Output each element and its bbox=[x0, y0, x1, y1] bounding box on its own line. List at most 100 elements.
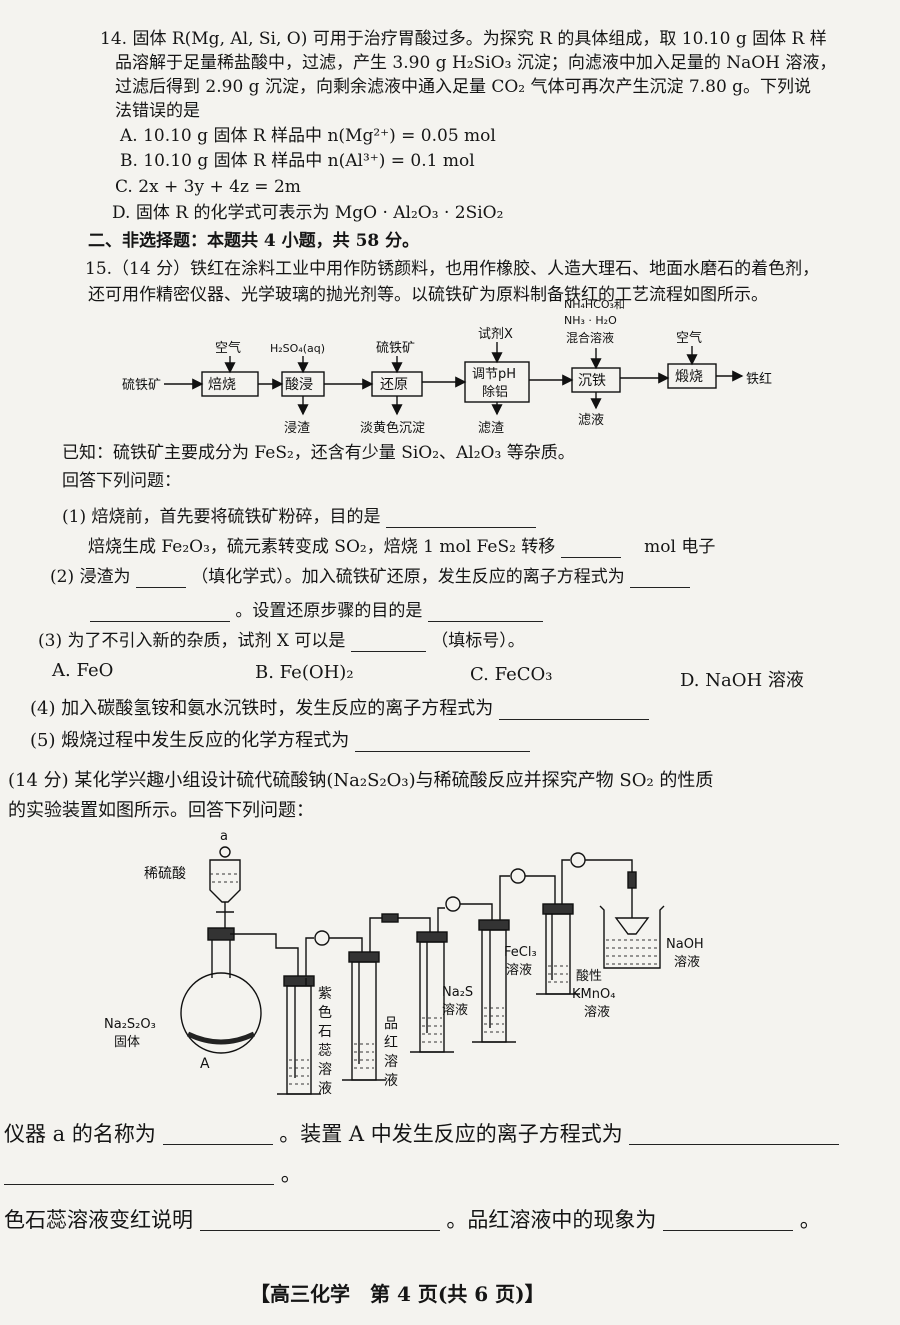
q15-part1b-text: 焙烧生成 Fe₂O₃，硫元素转变成 SO₂，焙烧 1 mol FeS₂ 转移 bbox=[88, 537, 556, 557]
flow-step-precipitate-fe: 沉铁 bbox=[578, 373, 606, 389]
q16-line2: 的实验装置如图所示。回答下列问题： bbox=[8, 800, 314, 821]
q15-answer-prompt: 回答下列问题： bbox=[62, 471, 181, 491]
q14-option-d: D. 固体 R 的化学式可表示为 MgO · Al₂O₃ · 2SiO₂ bbox=[112, 203, 504, 223]
answer-blank-5[interactable] bbox=[90, 603, 230, 622]
q15-part2c-text: 。设置还原步骤的目的是 bbox=[235, 601, 423, 621]
q14-option-c: C. 2x + 3y + 4z = 2m bbox=[115, 177, 301, 197]
q15-part2a: (2) 浸渣为 （填化学式）。加入硫铁矿还原，发生反应的离子方程式为 bbox=[50, 566, 691, 588]
page-footer: 【高三化学 第 4 页(共 6 页)】 bbox=[250, 1282, 545, 1306]
answer-blank-2[interactable] bbox=[560, 539, 621, 558]
label-litmus-6: 液 bbox=[318, 1081, 332, 1097]
apparatus-diagram: a 稀硫酸 Na₂S₂O₃ 固体 A 紫 色 石 蕊 溶 液 品 红 溶 液 N… bbox=[104, 829, 704, 1097]
q16-sub2b-text: 。品红溶液中的现象为 bbox=[446, 1208, 657, 1232]
label-litmus-3: 石 bbox=[318, 1024, 332, 1040]
flow-input-nh3h2o: NH₃ · H₂O bbox=[564, 314, 617, 327]
label-pinhong-1: 品 bbox=[384, 1016, 398, 1032]
flow-step-roast: 焙烧 bbox=[208, 377, 236, 393]
label-pinhong-4: 液 bbox=[384, 1073, 398, 1089]
label-na2s: Na₂S bbox=[442, 985, 473, 1000]
flow-start: 硫铁矿 bbox=[122, 378, 161, 393]
q14-option-a: A. 10.10 g 固体 R 样品中 n(Mg²⁺) = 0.05 mol bbox=[120, 126, 496, 146]
label-naoh: NaOH bbox=[666, 937, 704, 952]
q15-part5-text: (5) 煅烧过程中发生反应的化学方程式为 bbox=[30, 730, 350, 751]
flow-input-air-1: 空气 bbox=[215, 340, 241, 356]
q15-part4-text: (4) 加入碳酸氢铵和氨水沉铁时，发生反应的离子方程式为 bbox=[30, 698, 494, 719]
label-litmus-2: 色 bbox=[318, 1004, 332, 1021]
label-fecl3-solution: 溶液 bbox=[506, 963, 532, 978]
q15-part1a-text: (1) 焙烧前，首先要将硫铁矿粉碎，目的是 bbox=[62, 507, 381, 527]
label-dilute-acid: 稀硫酸 bbox=[144, 866, 186, 882]
q16-sub1b-text: 。装置 A 中发生反应的离子方程式为 bbox=[279, 1122, 623, 1146]
q14-option-b: B. 10.10 g 固体 R 样品中 n(Al³⁺) = 0.1 mol bbox=[120, 151, 475, 171]
q15-option-b: B. Fe(OH)₂ bbox=[255, 662, 354, 683]
q16-sub1: 仪器 a 的名称为 。装置 A 中发生反应的离子方程式为 bbox=[4, 1122, 840, 1146]
flow-input-nh4hco3: NH₄HCO₃和 bbox=[564, 298, 625, 311]
answer-blank-1[interactable] bbox=[385, 509, 536, 528]
flow-input-mixed-solution: 混合溶液 bbox=[566, 330, 614, 345]
q15-part1c-text: mol 电子 bbox=[644, 537, 716, 557]
flow-output-filter-residue: 滤渣 bbox=[478, 421, 504, 436]
answer-blank-9[interactable] bbox=[354, 733, 530, 752]
label-fecl3: FeCl₃ bbox=[504, 945, 537, 960]
q15-option-d: D. NaOH 溶液 bbox=[680, 670, 804, 691]
q15-known: 已知：硫铁矿主要成分为 FeS₂，还含有少量 SiO₂、Al₂O₃ 等杂质。 bbox=[62, 443, 575, 463]
q15-line2: 还可用作精密仪器、光学玻璃的抛光剂等。以硫铁矿为原料制备铁红的工艺流程如图所示。 bbox=[88, 285, 768, 305]
label-solid-formula: Na₂S₂O₃ bbox=[104, 1017, 156, 1032]
label-kmno4: KMnO₄ bbox=[572, 987, 615, 1002]
answer-blank-8[interactable] bbox=[498, 701, 649, 720]
label-kmno4-solution: 溶液 bbox=[584, 1005, 610, 1020]
q16-sub2: 色石蕊溶液变红说明 。品红溶液中的现象为 。 bbox=[4, 1208, 821, 1231]
process-flow-diagram: 硫铁矿 焙烧 酸浸 还原 调节pH 除铝 沉铁 煅烧 铁红 空气 H₂SO₄(a… bbox=[122, 298, 772, 436]
q15-part2a-text: (2) 浸渣为 bbox=[50, 567, 131, 587]
answer-blank-14[interactable] bbox=[663, 1208, 794, 1231]
flow-output-leach-residue: 浸渣 bbox=[284, 421, 310, 436]
flow-input-pyrite: 硫铁矿 bbox=[376, 341, 415, 356]
flow-step-reduce: 还原 bbox=[380, 377, 408, 393]
label-pinhong-3: 溶 bbox=[384, 1054, 398, 1070]
flow-output-yellow-precipitate: 淡黄色沉淀 bbox=[360, 420, 425, 436]
flow-step-adjust-ph: 调节pH bbox=[472, 367, 516, 382]
q15-option-c: C. FeCO₃ bbox=[470, 664, 553, 685]
answer-blank-10[interactable] bbox=[162, 1122, 273, 1145]
label-litmus-4: 蕊 bbox=[318, 1043, 332, 1059]
answer-blank-7[interactable] bbox=[350, 633, 426, 652]
flow-step-remove-al: 除铝 bbox=[482, 385, 508, 400]
q15-part3a-text: (3) 为了不引入新的杂质，试剂 X 可以是 bbox=[38, 631, 346, 651]
q15-part2c: 。设置还原步骤的目的是 bbox=[90, 600, 543, 622]
q14-line2: 品溶解于足量稀盐酸中，过滤，产生 3.90 g H₂SiO₃ 沉淀；向滤液中加入… bbox=[115, 53, 837, 73]
q16-line1: (14 分) 某化学兴趣小组设计硫代硫酸钠(Na₂S₂O₃)与稀硫酸反应并探究产… bbox=[8, 770, 714, 791]
label-litmus-1: 紫 bbox=[318, 986, 332, 1002]
q14-line4: 法错误的是 bbox=[115, 101, 200, 121]
q15-option-a: A. FeO bbox=[52, 660, 114, 681]
label-solid: 固体 bbox=[114, 1035, 140, 1050]
q16-sub1c-text: 。 bbox=[280, 1162, 302, 1186]
answer-blank-6[interactable] bbox=[427, 603, 543, 622]
q15-part2b-text: （填化学式）。加入硫铁矿还原，发生反应的离子方程式为 bbox=[191, 567, 625, 587]
q16-sub2a-text: 色石蕊溶液变红说明 bbox=[4, 1208, 193, 1232]
q16-sub1a-text: 仪器 a 的名称为 bbox=[4, 1122, 156, 1146]
section-heading: 二、非选择题：本题共 4 小题，共 58 分。 bbox=[88, 231, 420, 251]
q16-sub2c-text: 。 bbox=[799, 1208, 821, 1232]
label-apparatus-a: A bbox=[200, 1056, 210, 1072]
q15-part3b-text: （填标号）。 bbox=[431, 631, 525, 651]
answer-blank-4[interactable] bbox=[630, 569, 691, 588]
q15-part1a: (1) 焙烧前，首先要将硫铁矿粉碎，目的是 bbox=[62, 506, 536, 528]
q14-line3: 过滤后得到 2.90 g 沉淀，向剩余滤液中通入足量 CO₂ 气体可再次产生沉淀… bbox=[115, 77, 812, 97]
label-pinhong-2: 红 bbox=[384, 1035, 398, 1051]
flow-input-h2so4: H₂SO₄(aq) bbox=[270, 342, 325, 355]
q16-sub1-cont: 。 bbox=[4, 1162, 302, 1185]
q15-part4: (4) 加入碳酸氢铵和氨水沉铁时，发生反应的离子方程式为 bbox=[30, 698, 649, 720]
label-naoh-solution: 溶液 bbox=[674, 955, 700, 970]
flow-step-calcine: 煅烧 bbox=[675, 369, 703, 385]
answer-blank-13[interactable] bbox=[199, 1208, 440, 1231]
label-acidic: 酸性 bbox=[576, 969, 602, 984]
answer-blank-3[interactable] bbox=[135, 569, 186, 588]
flow-input-reagent-x: 试剂X bbox=[478, 327, 513, 342]
label-na2s-solution: 溶液 bbox=[442, 1003, 468, 1018]
answer-blank-11[interactable] bbox=[629, 1122, 840, 1145]
flow-output-filtrate: 滤液 bbox=[578, 413, 604, 428]
answer-blank-12[interactable] bbox=[4, 1162, 274, 1185]
flow-input-air-2: 空气 bbox=[676, 330, 702, 346]
q14-line1: 14. 固体 R(Mg, Al, Si, O) 可用于治疗胃酸过多。为探究 R … bbox=[100, 29, 827, 49]
